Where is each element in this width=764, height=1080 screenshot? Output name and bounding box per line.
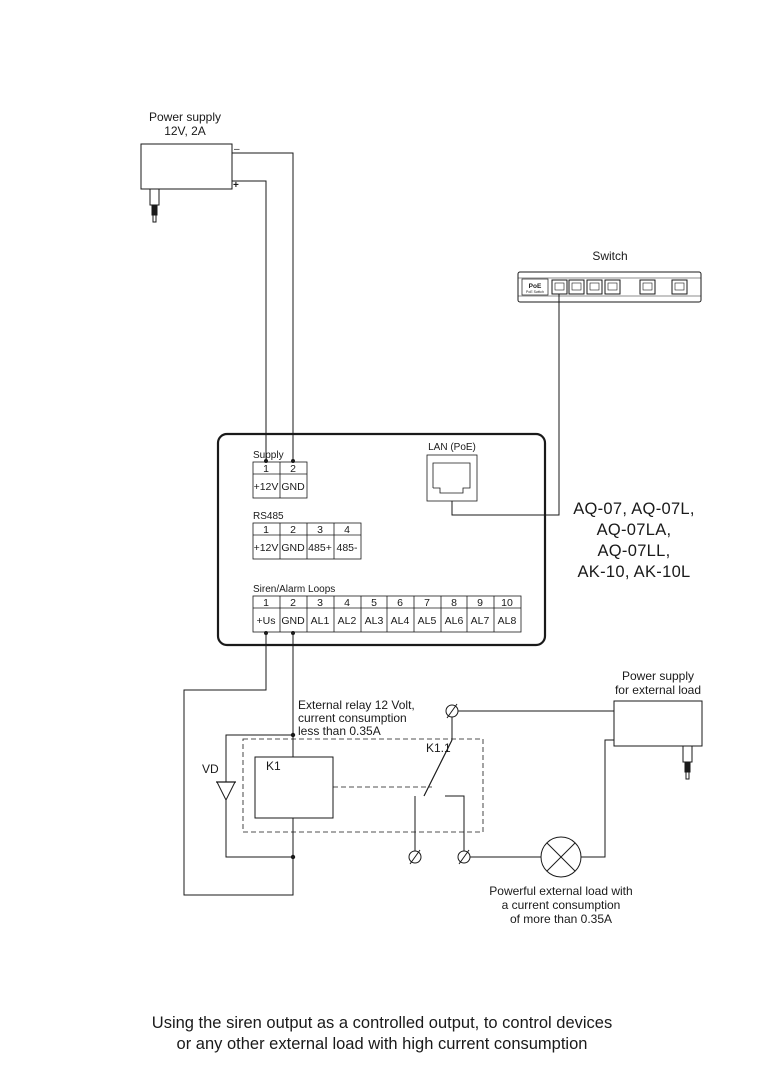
power-supply-load (458, 700, 703, 780)
siren-num: 7 (424, 597, 430, 609)
rs485-terminal-grid (252, 522, 362, 560)
siren-name: AL1 (311, 615, 330, 627)
lamp-load (540, 836, 582, 878)
rs485-name: 485+ (308, 542, 332, 554)
siren-num: 1 (263, 597, 269, 609)
model-line: AQ-07, AQ-07L, (573, 500, 695, 518)
siren-num: 6 (397, 597, 403, 609)
relay-coil-k1 (254, 756, 334, 819)
terminal-bottom-right (457, 849, 471, 865)
siren-num: 9 (477, 597, 483, 609)
supply-name: +12V (254, 481, 279, 493)
rs485-name: +12V (254, 542, 279, 554)
rs485-num: 2 (290, 524, 296, 536)
supply-num: 2 (290, 463, 296, 475)
siren-name: AL8 (498, 615, 517, 627)
siren-num: 8 (451, 597, 457, 609)
siren-name: AL6 (445, 615, 464, 627)
siren-name: AL3 (365, 615, 384, 627)
psu-minus: – (234, 144, 240, 155)
caption-line: Using the siren output as a controlled o… (151, 1014, 613, 1032)
supply-title: Supply (253, 450, 284, 461)
device-enclosure (216, 432, 547, 647)
switch-poe-sub: PoE Switch (526, 290, 544, 294)
model-line: AQ-07LA, (597, 521, 672, 539)
load-desc: of more than 0.35A (510, 912, 612, 926)
psu-main-title: Power supply (149, 110, 221, 124)
diode-vd (216, 781, 236, 802)
poe-switch (517, 271, 702, 303)
caption-line: or any other external load with high cur… (176, 1035, 588, 1053)
model-line: AQ-07LL, (597, 542, 670, 560)
siren-name: GND (281, 615, 305, 627)
relay-contact-k1-1 (414, 711, 465, 857)
siren-name: +Us (257, 615, 276, 627)
lan-label: LAN (PoE) (428, 442, 476, 453)
relay-coil-label: K1 (266, 759, 281, 773)
siren-num: 10 (501, 597, 513, 609)
psu-load-title: for external load (615, 683, 701, 697)
model-line: AK-10, AK-10L (577, 563, 690, 581)
terminal-bottom-left (408, 849, 422, 865)
rs485-num: 4 (344, 524, 350, 536)
relay-boundary (242, 738, 484, 833)
terminal-top (445, 703, 459, 719)
psu-load-title: Power supply (622, 669, 694, 683)
relay-desc: less than 0.35A (298, 724, 381, 738)
figure-caption: Using the siren output as a controlled o… (0, 1013, 764, 1055)
wire-gnd-main (232, 152, 294, 461)
switch-poe-label: PoE (529, 283, 542, 290)
psu-main-rating: 12V, 2A (164, 124, 206, 138)
supply-num: 1 (263, 463, 269, 475)
siren-name: AL5 (418, 615, 437, 627)
wire-lan (451, 294, 560, 516)
relay-contact-label: K1.1 (426, 741, 451, 755)
rs485-name: GND (281, 542, 305, 554)
siren-num: 4 (344, 597, 350, 609)
siren-num: 2 (290, 597, 296, 609)
siren-name: AL7 (471, 615, 490, 627)
relay-desc: External relay 12 Volt, (298, 698, 415, 712)
load-desc: a current consumption (502, 898, 621, 912)
diode-label: VD (202, 762, 219, 776)
siren-title: Siren/Alarm Loops (253, 584, 335, 595)
supply-terminal-grid (252, 461, 308, 499)
siren-name: AL4 (391, 615, 410, 627)
wire-plus-us (183, 632, 294, 896)
rs485-num: 3 (317, 524, 323, 536)
junction-dots (264, 459, 296, 860)
switch-title: Switch (592, 249, 627, 263)
siren-terminal-grid (252, 595, 522, 633)
rs485-num: 1 (263, 524, 269, 536)
rs485-name: 485- (336, 542, 358, 554)
rs485-title: RS485 (253, 511, 284, 522)
power-supply-main (140, 143, 233, 223)
relay-desc: current consumption (298, 711, 407, 725)
siren-num: 3 (317, 597, 323, 609)
siren-num: 5 (371, 597, 377, 609)
lan-jack (426, 454, 478, 502)
siren-name: AL2 (338, 615, 357, 627)
load-desc: Powerful external load with (489, 884, 632, 898)
wire-12v-main (232, 180, 267, 461)
supply-name: GND (281, 481, 305, 493)
psu-plus: + (233, 180, 239, 191)
